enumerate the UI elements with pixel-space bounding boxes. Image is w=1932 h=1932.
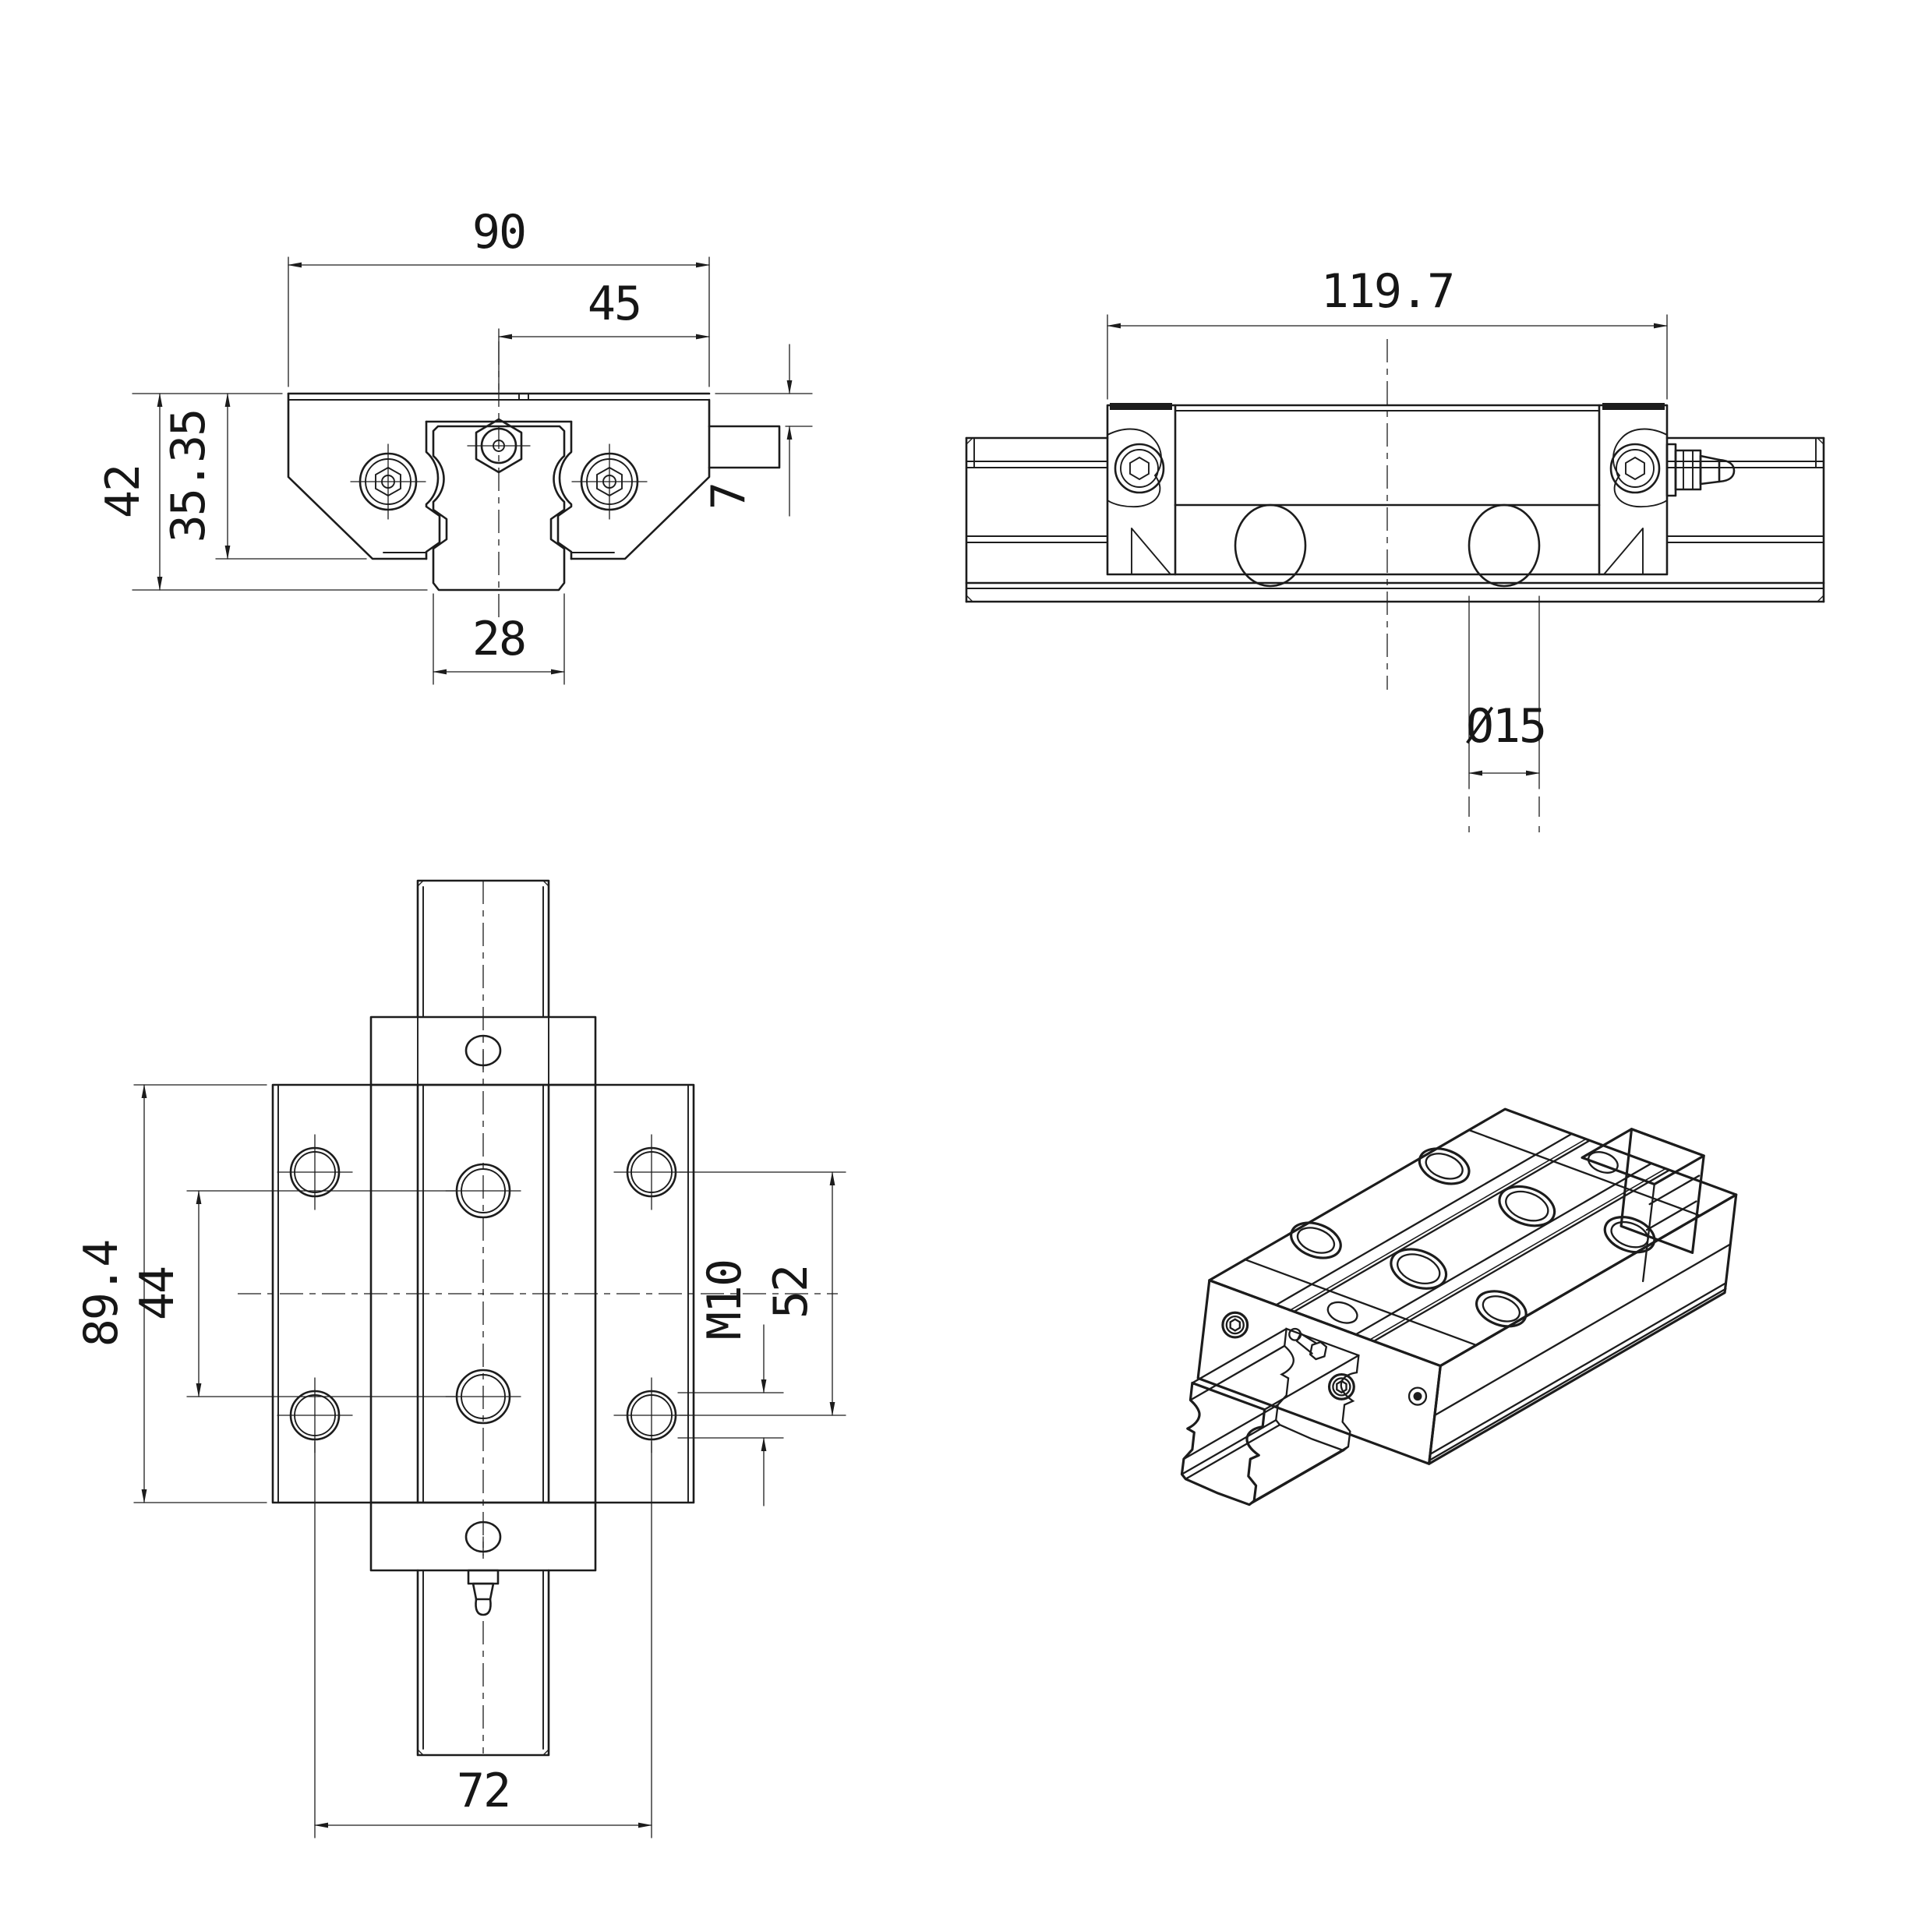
front-dimensions: 90 45 7 42 35.35 28 — [96, 205, 813, 685]
plan-view: 89.4 44 52 M10 72 — [74, 879, 846, 1838]
bore-right — [1468, 503, 1541, 588]
rail-plan-bottom — [416, 1569, 550, 1757]
front-view: 90 45 7 42 35.35 28 — [96, 205, 813, 685]
iso-endcap-lines — [1243, 1128, 1701, 1346]
dim-center-hole-pitch-label: 44 — [130, 1267, 185, 1320]
dim-top-offset-label: 7 — [701, 483, 756, 510]
seal-clamp-left — [1110, 403, 1172, 410]
dim-total-height-label: 42 — [96, 465, 150, 518]
hole-bottom-left — [277, 1377, 353, 1453]
dim-body-length-label: 89.4 — [74, 1241, 129, 1347]
seal-clamp-right — [1602, 403, 1665, 410]
dim-thread-label: M10 — [698, 1260, 752, 1340]
dim-block-height-label: 35.35 — [161, 410, 216, 543]
isometric-view — [1180, 1107, 1738, 1506]
hole-top-left — [277, 1134, 353, 1210]
endcap-screw-right — [571, 443, 648, 520]
iso-front-hardware — [1221, 1311, 1428, 1406]
endcap-screw-left — [350, 443, 426, 520]
iso-right-face-lines — [1429, 1243, 1732, 1461]
dim-hole-span-label: 72 — [457, 1764, 510, 1818]
dim-width-label: 90 — [472, 205, 525, 260]
rail-profile — [432, 425, 566, 592]
carriage-block-outline — [287, 392, 781, 560]
dim-carriage-length-label: 119.7 — [1321, 264, 1454, 319]
hole-bottom-right — [613, 1377, 690, 1453]
block-rail-cutout — [425, 420, 573, 560]
dim-side-hole-pitch-label: 52 — [764, 1266, 818, 1319]
dim-half-width-label: 45 — [588, 277, 641, 331]
iso-front-face — [1196, 1279, 1442, 1465]
iso-cover-strips — [1273, 1132, 1672, 1343]
iso-right-face — [1428, 1193, 1738, 1465]
bore-left — [1234, 503, 1307, 588]
rail-plan-top — [416, 879, 550, 1019]
carriage-side — [1106, 403, 1736, 588]
side-screw-right — [1609, 428, 1668, 508]
side-screw-left — [1107, 428, 1165, 508]
hole-top-right — [613, 1134, 690, 1210]
iso-grease-nipple — [1288, 1327, 1328, 1361]
iso-top-holes — [1290, 1147, 1656, 1328]
dim-rail-width-label: 28 — [472, 612, 525, 666]
dim-bore-diameter-label: Ø15 — [1466, 699, 1545, 754]
grease-nipple-side — [1665, 443, 1736, 497]
rail-side — [965, 436, 1825, 603]
side-view: 119.7 Ø15 — [965, 264, 1825, 832]
plan-dimensions: 89.4 44 52 M10 72 — [74, 1084, 846, 1838]
iso-rail-front — [1180, 1327, 1360, 1506]
side-dimensions: 119.7 Ø15 — [1107, 264, 1668, 832]
iso-rail-tail — [1581, 1128, 1705, 1283]
iso-top-face — [1208, 1107, 1738, 1368]
